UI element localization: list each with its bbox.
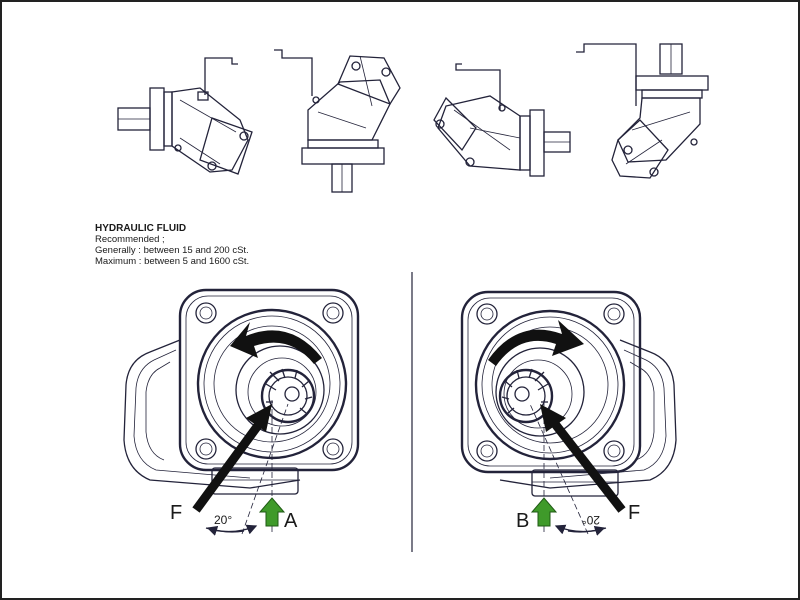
fluid-maximum: Maximum : between 5 and 1600 cSt. (95, 256, 249, 267)
rotation-arrow-cw (488, 320, 584, 366)
force-arrow-left (192, 417, 266, 513)
right-flange-view (460, 290, 677, 536)
fluid-generally: Generally : between 15 and 200 cSt. (95, 245, 249, 256)
left-flange-view (123, 288, 360, 536)
mounting-view-3 (433, 63, 571, 177)
port-b-label: B (516, 510, 529, 532)
port-a-label: A (284, 510, 298, 532)
rotation-arrow-ccw (230, 322, 322, 364)
mounting-view-4 (576, 43, 709, 179)
port-a-arrow (258, 497, 286, 527)
fluid-recommended: Recommended ; (95, 234, 165, 245)
fluid-title: HYDRAULIC FLUID (95, 223, 186, 234)
force-arrow-right (548, 417, 626, 513)
left-force-label: F (170, 502, 182, 524)
right-force-label: F (628, 502, 640, 524)
mounting-view-1 (117, 57, 253, 175)
left-angle-label: 20° (214, 513, 232, 527)
right-angle-label: 20° (582, 513, 600, 527)
mounting-view-2 (274, 49, 401, 193)
port-b-arrow (530, 497, 558, 527)
